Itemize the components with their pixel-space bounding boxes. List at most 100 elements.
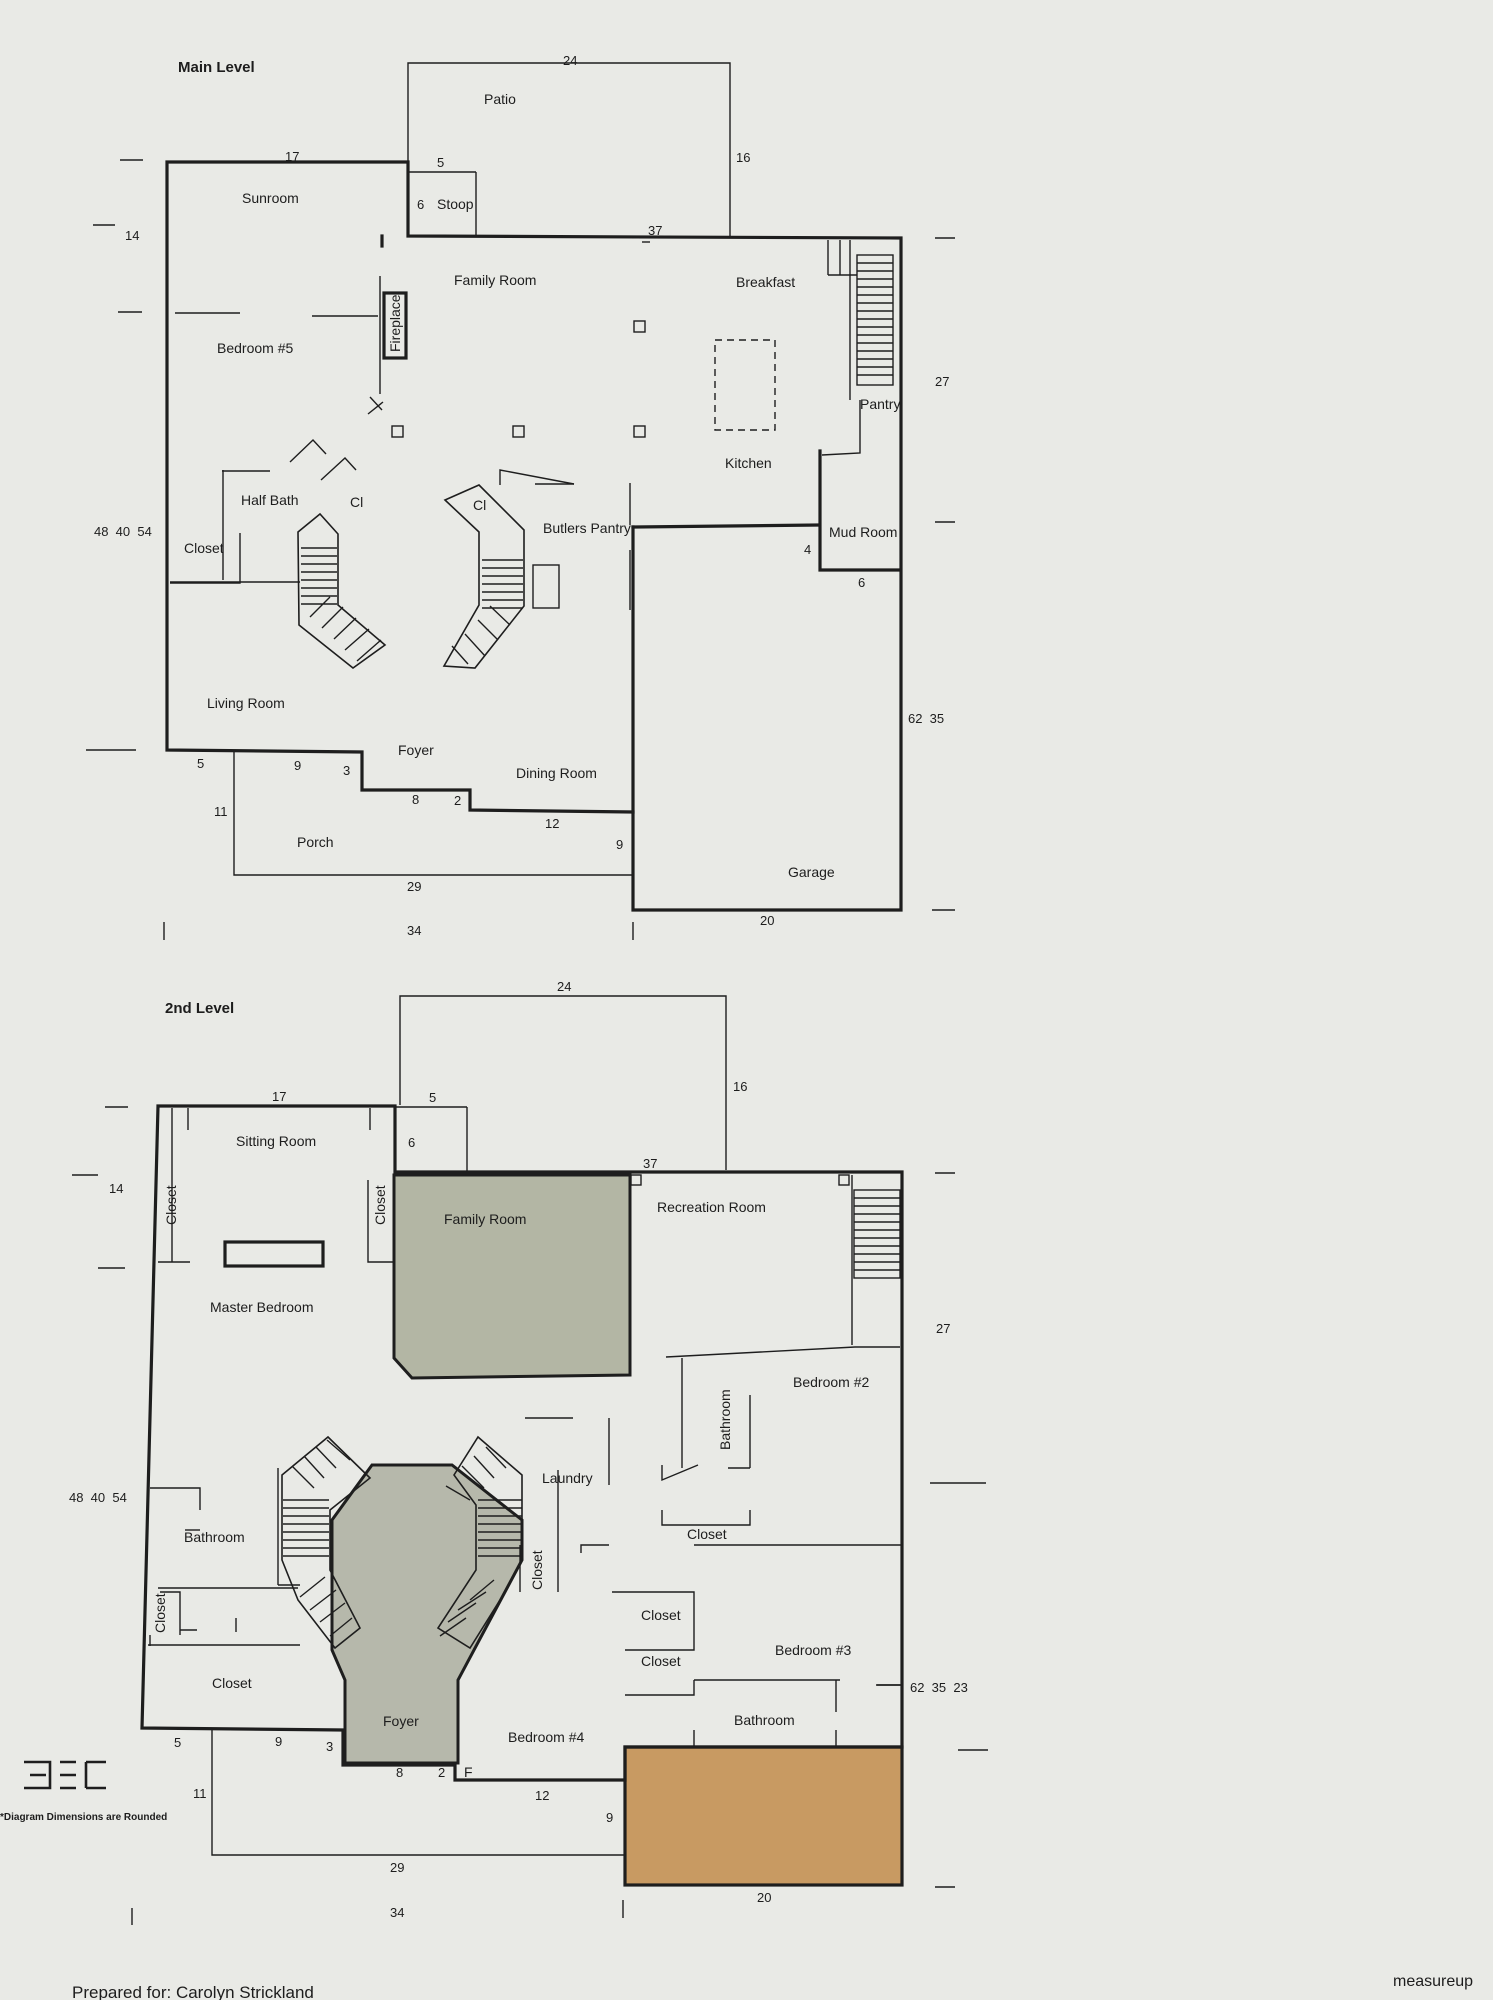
butlers-wall-top	[499, 469, 575, 485]
porch-outline	[233, 752, 633, 876]
dim-main-foyer-8: 8	[412, 792, 419, 807]
room-family-room: Family Room	[454, 272, 536, 288]
dim-2-right-27: 27	[936, 1321, 950, 1336]
closet-small-a	[160, 1591, 181, 1635]
room-foyer: Foyer	[398, 742, 434, 758]
patio-outline	[407, 62, 731, 238]
bath-door	[661, 1464, 699, 1482]
room-kitchen: Kitchen	[725, 455, 772, 471]
family-room-fill	[392, 1173, 632, 1380]
right-upper-stair	[436, 1435, 523, 1650]
left-main-stair-treads	[301, 547, 382, 662]
dim-main-right-27: 27	[935, 374, 949, 389]
dim-main-house-top: 37	[648, 223, 662, 238]
closet-wall	[170, 533, 241, 584]
room-sunroom: Sunroom	[242, 190, 299, 206]
left-upper-stair	[281, 1435, 372, 1650]
room-closet-b: Closet	[372, 1185, 388, 1225]
main-margin-ticks	[86, 159, 955, 940]
main-level-title: Main Level	[178, 59, 255, 76]
room-closet-vertical: Closet	[529, 1550, 545, 1590]
laundry-closet	[580, 1544, 609, 1553]
room-sitting-room: Sitting Room	[236, 1133, 316, 1149]
closet-b-wall	[367, 1180, 393, 1263]
room-stoop: Stoop	[437, 196, 474, 212]
dim-main-mud-6: 6	[858, 575, 865, 590]
post-2	[512, 425, 525, 438]
dim-2-b9: 9	[275, 1734, 282, 1749]
footer-brand: measureup	[1393, 1973, 1473, 1990]
room-living-room: Living Room	[207, 695, 285, 711]
dim-2-n16: 16	[733, 1079, 747, 1094]
dim-main-bottom-29: 29	[407, 879, 421, 894]
room-bathroom-vertical: Bathroom	[717, 1389, 733, 1450]
room-closet: Closet	[184, 540, 224, 556]
room-f-mark: F	[464, 1764, 473, 1780]
dim-main-stoop-top: 5	[437, 155, 444, 170]
dec-logo-mark	[24, 1760, 106, 1790]
dim-main-left-14: 14	[125, 228, 139, 243]
dim-2-b8: 8	[396, 1765, 403, 1780]
room-foyer-2: Foyer	[383, 1713, 419, 1729]
dim-2-b2: 2	[438, 1765, 445, 1780]
room-master-bedroom: Master Bedroom	[210, 1299, 313, 1315]
dim-2-n37: 37	[643, 1156, 657, 1171]
dim-main-stoop-side: 6	[417, 197, 424, 212]
room-bedroom2: Bedroom #2	[793, 1374, 869, 1390]
patio-below-outline	[399, 995, 727, 1170]
room-family-room-2: Family Room	[444, 1211, 526, 1227]
left-upper-stair-treads	[283, 1439, 353, 1637]
dim-main-right-stack: 62 35	[908, 711, 944, 726]
second-exterior-walls	[140, 1104, 904, 1782]
room-closet-d: Closet	[641, 1653, 681, 1669]
room-dining-room: Dining Room	[516, 765, 597, 781]
dim-main-patio-side: 16	[736, 150, 750, 165]
family-room-angle	[369, 396, 383, 411]
room-butlers-pantry: Butlers Pantry	[543, 520, 631, 536]
room-closet-mid: Closet	[687, 1526, 727, 1542]
room-fireplace: Fireplace	[387, 294, 403, 352]
room-closet-small: Closet	[152, 1593, 168, 1633]
dim-2-right-stack: 62 35 23	[910, 1680, 968, 1695]
fireplace-box	[382, 291, 408, 360]
main-exterior-walls	[165, 160, 903, 912]
room-mud-room: Mud Room	[829, 524, 897, 540]
footer-note: *Diagram Dimensions are Rounded	[0, 1812, 167, 1823]
dim-2-bottom-29: 29	[390, 1860, 404, 1875]
closet-d-outline	[625, 1680, 695, 1696]
footer-prepared-for: Prepared for: Carolyn Strickland	[72, 1983, 314, 2000]
post-a	[630, 1174, 642, 1186]
right-upper-stair-treads	[439, 1446, 522, 1637]
room-laundry: Laundry	[542, 1470, 593, 1486]
main-level-plan: Main Level	[86, 53, 955, 940]
room-bedroom3: Bedroom #3	[775, 1642, 851, 1658]
dim-2-left-stack: 48 40 54	[69, 1490, 127, 1505]
room-pantry: Pantry	[860, 396, 900, 412]
upper-back-stairs	[853, 1189, 901, 1279]
room-recreation-room: Recreation Room	[657, 1199, 766, 1215]
room-breakfast: Breakfast	[736, 274, 795, 290]
second-level-title: 2nd Level	[165, 1000, 234, 1017]
room-half-bath: Half Bath	[241, 492, 299, 508]
foyer-fill	[330, 1463, 524, 1765]
room-cl-right: Cl	[473, 497, 486, 513]
dim-2-b5: 5	[174, 1735, 181, 1750]
back-stairs-treads	[857, 262, 893, 376]
room-closet-c: Closet	[641, 1607, 681, 1623]
room-patio: Patio	[484, 91, 516, 107]
dim-main-porch-11: 11	[214, 804, 228, 819]
upper-back-stairs-treads	[854, 1197, 900, 1271]
garage-wall-top	[631, 523, 820, 529]
room-porch: Porch	[297, 834, 334, 850]
pantry-wall	[821, 400, 861, 456]
room-bedroom4: Bedroom #4	[508, 1729, 584, 1745]
right-main-stair-treads	[451, 559, 523, 665]
dim-2-left-14: 14	[109, 1181, 123, 1196]
dim-2-n20: 20	[757, 1890, 771, 1905]
dim-2-n5: 5	[429, 1090, 436, 1105]
porch-roof-outline	[211, 1730, 625, 1856]
dim-2-b9b: 9	[606, 1810, 613, 1825]
left-main-stair	[297, 512, 387, 670]
room-closet-a: Closet	[163, 1185, 179, 1225]
